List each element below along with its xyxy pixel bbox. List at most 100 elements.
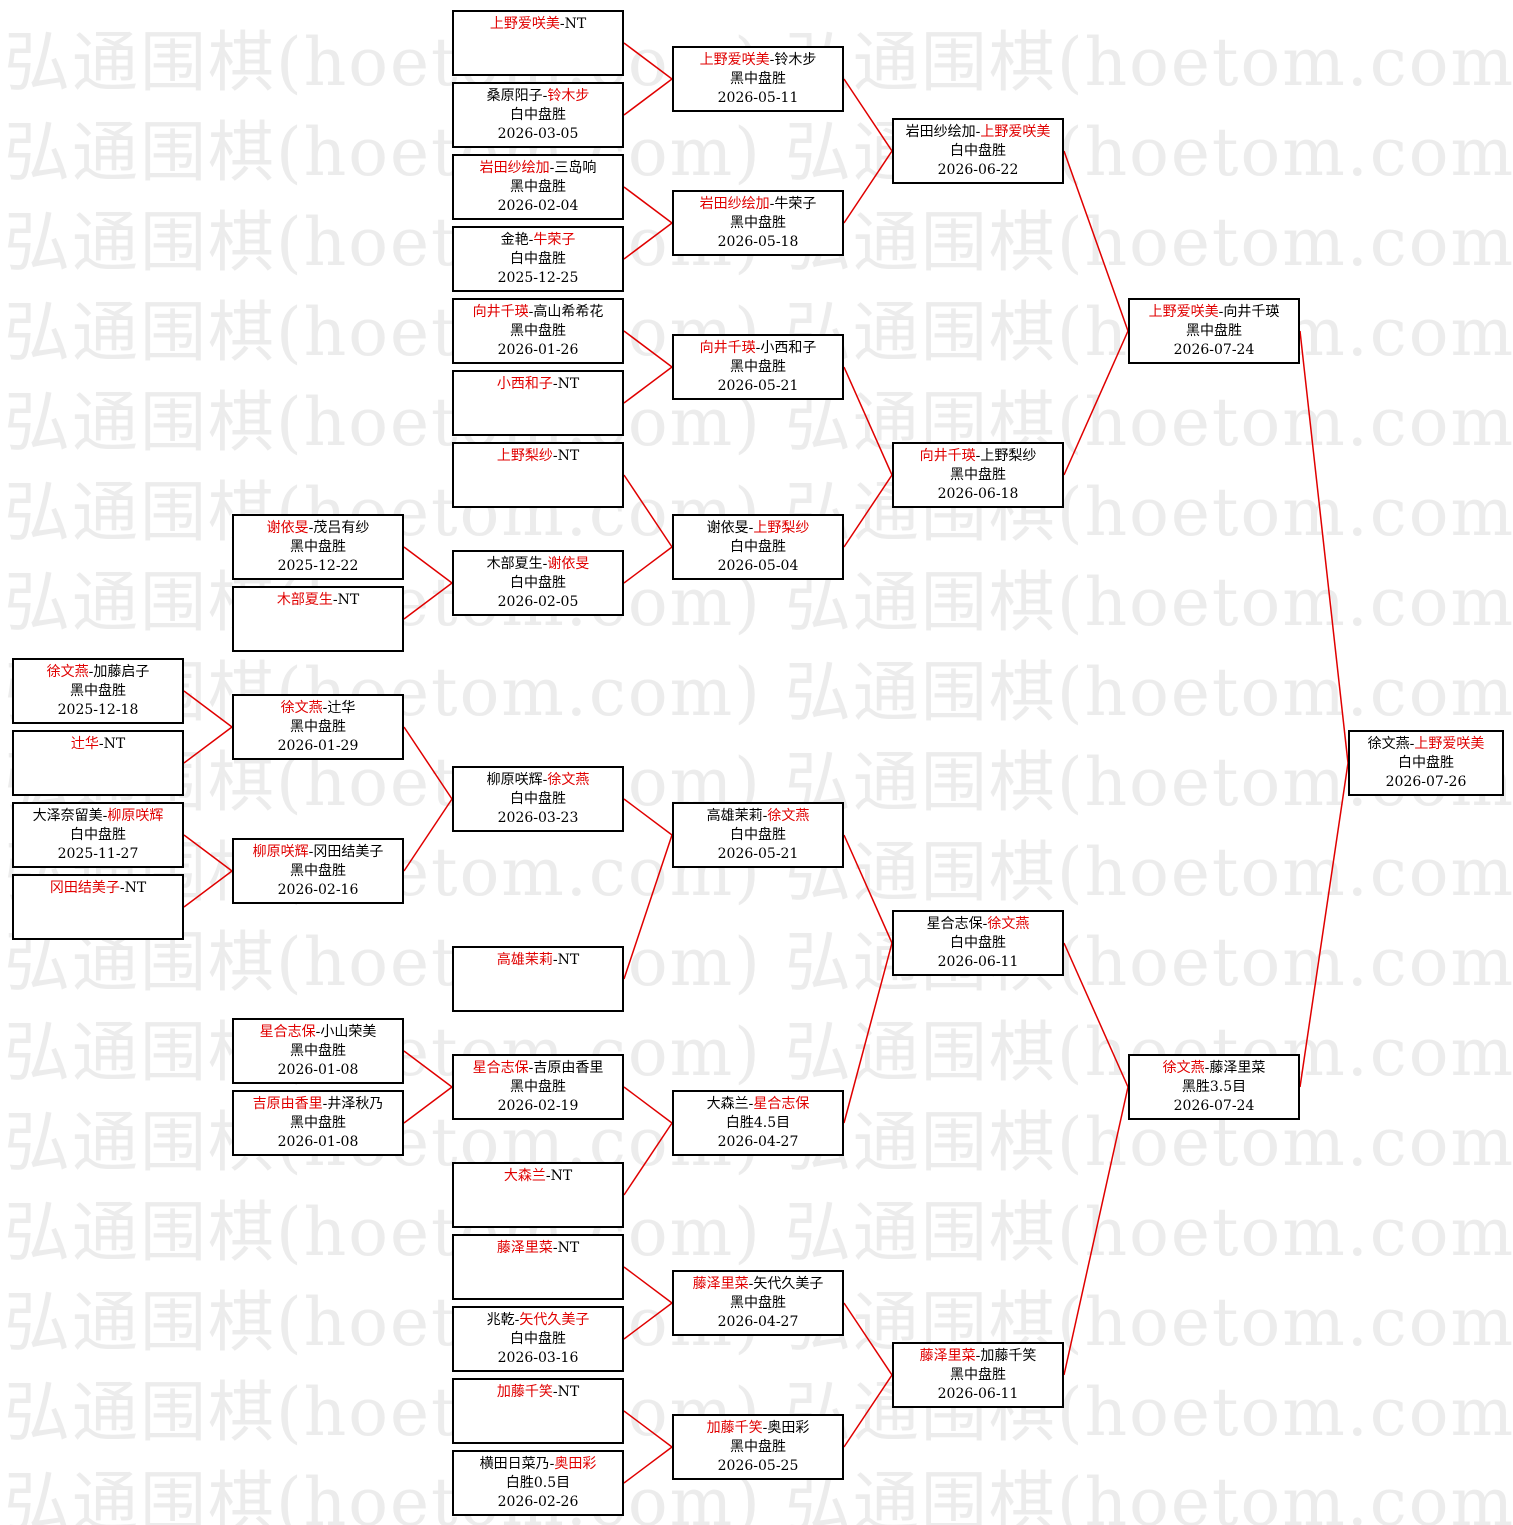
- match-players: 上野爱咲美-向井千瑛: [1130, 303, 1298, 322]
- separator: -: [322, 700, 328, 716]
- player-one: 岩田纱绘加: [699, 196, 770, 212]
- player-two: 矢代久美子: [753, 1276, 824, 1292]
- player-one: 冈田结美子: [49, 880, 120, 896]
- match-players: 木部夏生-NT: [234, 591, 402, 610]
- player-two: 冈田结美子: [313, 844, 384, 860]
- connector-line: [843, 942, 893, 1124]
- player-two: 辻华: [327, 700, 356, 716]
- separator: -: [542, 88, 548, 104]
- player-one: 小西和子: [496, 376, 553, 392]
- separator: -: [542, 772, 548, 788]
- match-players: 徐文燕-加藤启子: [14, 663, 182, 682]
- player-two: 铃木步: [774, 52, 817, 68]
- connector-line: [623, 1446, 673, 1484]
- player-one: 吉原由香里: [252, 1096, 323, 1112]
- player-two: 牛荣子: [533, 232, 576, 248]
- match-players: 加藤千笑-NT: [454, 1383, 622, 1402]
- match-date: 2026-02-26: [497, 1494, 579, 1510]
- match-players: 高雄茉莉-NT: [454, 951, 622, 970]
- connector-line: [843, 834, 893, 944]
- match-result: 黑中盘胜: [730, 215, 786, 231]
- separator: -: [748, 1096, 754, 1112]
- separator: -: [748, 520, 754, 536]
- match-date: 2026-02-05: [497, 594, 579, 610]
- match-result: 黑中盘胜: [290, 719, 346, 735]
- player-one: 藤泽里菜: [496, 1240, 553, 1256]
- player-one: 向井千瑛: [919, 448, 976, 464]
- connector-line: [403, 1086, 453, 1124]
- connector-line: [623, 1266, 673, 1304]
- match-box: 藤泽里菜-NT: [452, 1234, 624, 1300]
- match-date: 2026-01-08: [277, 1062, 359, 1078]
- connector-line: [183, 690, 233, 728]
- match-players: 向井千瑛-高山希希花: [454, 303, 622, 322]
- player-one: 上野爱咲美: [1148, 304, 1219, 320]
- match-players: 大森兰-星合志保: [674, 1095, 842, 1114]
- match-result: 黑胜3.5目: [1181, 1079, 1247, 1095]
- separator: -: [769, 52, 775, 68]
- separator: -: [119, 880, 125, 896]
- match-players: 岩田纱绘加-上野爱咲美: [894, 123, 1062, 142]
- player-two: 谢依旻: [547, 556, 590, 572]
- connector-line: [623, 366, 673, 404]
- match-players: 岩田纱绘加-三岛响: [454, 159, 622, 178]
- player-two: 藤泽里菜: [1209, 1060, 1266, 1076]
- player-one: 谢依旻: [706, 520, 749, 536]
- separator: -: [552, 448, 558, 464]
- match-date: 2026-01-29: [277, 738, 359, 754]
- player-two: 加藤启子: [93, 664, 150, 680]
- player-two: NT: [557, 376, 580, 392]
- match-date: 2026-03-23: [497, 810, 579, 826]
- connector-line: [843, 474, 893, 548]
- connector-line: [623, 1302, 673, 1340]
- player-two: NT: [564, 16, 587, 32]
- connector-line: [1063, 150, 1129, 332]
- separator: -: [975, 1348, 981, 1364]
- match-result: 白中盘胜: [730, 539, 786, 555]
- match-box: 冈田结美子-NT: [12, 874, 184, 940]
- separator: -: [559, 16, 565, 32]
- match-players: 星合志保-徐文燕: [894, 915, 1062, 934]
- player-two: 牛荣子: [774, 196, 817, 212]
- match-date: 2026-01-08: [277, 1134, 359, 1150]
- match-date: 2026-02-04: [497, 198, 579, 214]
- connector-line: [623, 546, 673, 584]
- separator: -: [549, 1456, 555, 1472]
- connector-line: [623, 798, 673, 836]
- match-players: 上野爱咲美-NT: [454, 15, 622, 34]
- separator: -: [315, 1024, 321, 1040]
- player-one: 金艳: [500, 232, 529, 248]
- player-two: NT: [103, 736, 126, 752]
- match-result: 黑中盘胜: [290, 1115, 346, 1131]
- match-date: 2026-05-21: [717, 846, 799, 862]
- match-date: 2025-12-22: [277, 558, 359, 574]
- player-two: 茂吕有纱: [313, 520, 370, 536]
- player-one: 星合志保: [926, 916, 983, 932]
- separator: -: [552, 1240, 558, 1256]
- match-result: 白中盘胜: [510, 107, 566, 123]
- match-players: 谢依旻-茂吕有纱: [234, 519, 402, 538]
- match-result: 白胜0.5目: [505, 1475, 571, 1491]
- separator: -: [542, 556, 548, 572]
- match-date: 2026-05-18: [717, 234, 799, 250]
- connector-line: [843, 366, 893, 476]
- match-result: 黑中盘胜: [290, 1043, 346, 1059]
- match-box: 大森兰-NT: [452, 1162, 624, 1228]
- match-box: 小西和子-NT: [452, 370, 624, 436]
- match-date: 2025-12-18: [57, 702, 139, 718]
- match-box: 上野梨纱-NT: [452, 442, 624, 508]
- separator: -: [1218, 304, 1224, 320]
- match-result: 白中盘胜: [730, 827, 786, 843]
- match-players: 大森兰-NT: [454, 1167, 622, 1186]
